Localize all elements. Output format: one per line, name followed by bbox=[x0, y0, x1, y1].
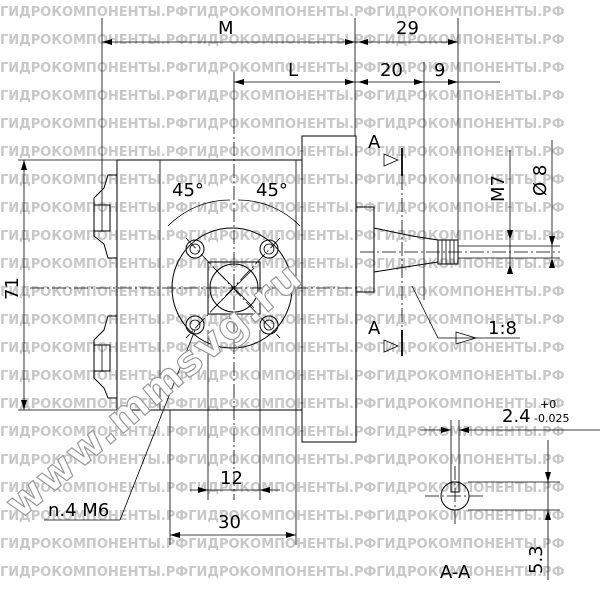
watermark-line: ГИДРОКОМПОНЕНТЫ.РФГИДРОКОМПОНЕНТЫ.РФГИДР… bbox=[0, 481, 565, 496]
dim-taper: 1:8 bbox=[488, 318, 517, 339]
watermark-line: ГИДРОКОМПОНЕНТЫ.РФГИДРОКОМПОНЕНТЫ.РФГИДР… bbox=[0, 89, 565, 104]
dim-71: 71 bbox=[2, 277, 23, 300]
watermark-line: ГИДРОКОМПОНЕНТЫ.РФГИДРОКОМПОНЕНТЫ.РФГИДР… bbox=[0, 285, 565, 300]
watermark-line: ГИДРОКОМПОНЕНТЫ.РФГИДРОКОМПОНЕНТЫ.РФГИДР… bbox=[0, 5, 565, 20]
dim-angle-right: 45° bbox=[256, 180, 288, 201]
section-mark-top: A bbox=[368, 132, 381, 153]
watermark-line: ГИДРОКОМПОНЕНТЫ.РФГИДРОКОМПОНЕНТЫ.РФГИДР… bbox=[0, 201, 565, 216]
watermark-line: ГИДРОКОМПОНЕНТЫ.РФГИДРОКОМПОНЕНТЫ.РФГИДР… bbox=[0, 565, 565, 580]
watermark-line: ГИДРОКОМПОНЕНТЫ.РФГИДРОКОМПОНЕНТЫ.РФГИДР… bbox=[0, 173, 565, 188]
watermark-line: ГИДРОКОМПОНЕНТЫ.РФГИДРОКОМПОНЕНТЫ.РФГИДР… bbox=[0, 453, 565, 468]
watermark-line: ГИДРОКОМПОНЕНТЫ.РФГИДРОКОМПОНЕНТЫ.РФГИДР… bbox=[0, 369, 565, 384]
section-mark-bottom: A bbox=[368, 318, 381, 339]
section-view-aa bbox=[420, 420, 600, 580]
watermark-line: ГИДРОКОМПОНЕНТЫ.РФГИДРОКОМПОНЕНТЫ.РФГИДР… bbox=[0, 509, 565, 524]
dim-l: L bbox=[288, 60, 298, 81]
dim-angle-left: 45° bbox=[172, 180, 204, 201]
dim-29: 29 bbox=[396, 18, 419, 39]
bolt-hole bbox=[259, 315, 279, 335]
bolt-hole bbox=[259, 239, 279, 259]
bolt-hole bbox=[185, 315, 205, 335]
watermark-line: ГИДРОКОМПОНЕНТЫ.РФГИДРОКОМПОНЕНТЫ.РФГИДР… bbox=[0, 397, 565, 412]
dim-key-tol-lower: -0.025 bbox=[534, 412, 569, 425]
watermark-lines: ГИДРОКОМПОНЕНТЫ.РФГИДРОКОМПОНЕНТЫ.РФГИДР… bbox=[0, 5, 565, 580]
watermark-line: ГИДРОКОМПОНЕНТЫ.РФГИДРОКОМПОНЕНТЫ.РФГИДР… bbox=[0, 145, 565, 160]
watermark-line: ГИДРОКОМПОНЕНТЫ.РФГИДРОКОМПОНЕНТЫ.РФГИДР… bbox=[0, 33, 565, 48]
dimension-lines bbox=[18, 18, 555, 545]
watermark-line: ГИДРОКОМПОНЕНТЫ.РФГИДРОКОМПОНЕНТЫ.РФГИДР… bbox=[0, 425, 565, 440]
watermark-line: ГИДРОКОМПОНЕНТЫ.РФГИДРОКОМПОНЕНТЫ.РФГИДР… bbox=[0, 229, 565, 244]
dim-20: 20 bbox=[380, 60, 403, 81]
section-label: A-A bbox=[440, 562, 471, 583]
dim-key-tol-upper: +0 bbox=[540, 398, 556, 411]
pump-flange bbox=[301, 135, 357, 443]
dim-m7: M7 bbox=[488, 175, 509, 202]
center-lines bbox=[30, 120, 560, 500]
watermark-line: ГИДРОКОМПОНЕНТЫ.РФГИДРОКОМПОНЕНТЫ.РФГИДР… bbox=[0, 257, 565, 272]
watermark-line: ГИДРОКОМПОНЕНТЫ.РФГИДРОКОМПОНЕНТЫ.РФГИДР… bbox=[0, 117, 565, 132]
watermark-line: ГИДРОКОМПОНЕНТЫ.РФГИДРОКОМПОНЕНТЫ.РФГИДР… bbox=[0, 61, 565, 76]
dim-key-depth: 5.3 bbox=[526, 545, 547, 574]
dim-bolt-holes: n.4 M6 bbox=[48, 500, 109, 521]
dim-12: 12 bbox=[220, 468, 243, 489]
dim-30: 30 bbox=[218, 512, 241, 533]
watermark-line: ГИДРОКОМПОНЕНТЫ.РФГИДРОКОМПОНЕНТЫ.РФГИДР… bbox=[0, 537, 565, 552]
bolt-hole bbox=[185, 239, 205, 259]
dim-dia8: Ø 8 bbox=[530, 165, 551, 196]
section-markers bbox=[383, 148, 403, 356]
dimension-labels: M 29 L 20 9 71 M7 Ø 8 1:8 2.4 +0 -0.025 … bbox=[2, 18, 569, 583]
watermark-line: ГИДРОКОМПОНЕНТЫ.РФГИДРОКОМПОНЕНТЫ.РФГИДР… bbox=[0, 341, 565, 356]
dim-key-width: 2.4 bbox=[502, 406, 531, 427]
dim-m: M bbox=[218, 18, 234, 39]
dim-9: 9 bbox=[434, 60, 445, 81]
